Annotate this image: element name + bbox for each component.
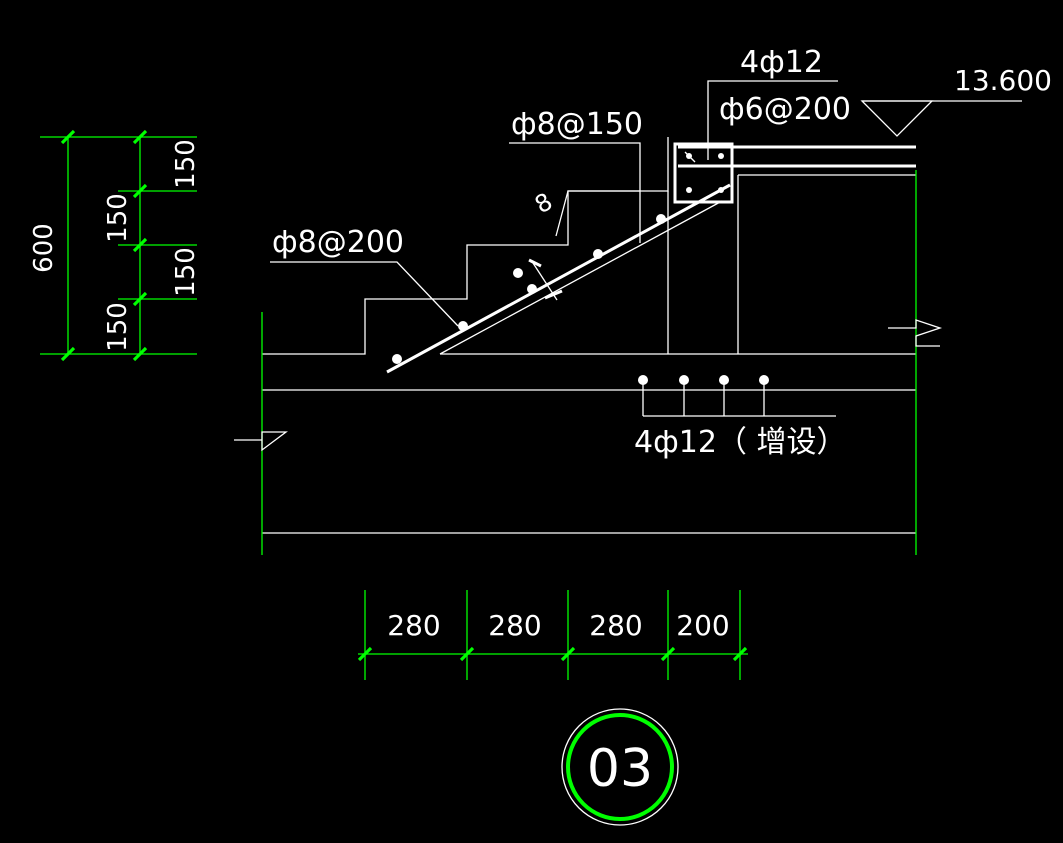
elevation-marker: 13.600 <box>860 64 1052 137</box>
dim-horizontal-4: 200 <box>676 609 729 642</box>
dim-left-150-top: 150 <box>103 193 133 243</box>
dim-total-600: 600 <box>29 223 59 273</box>
dim-right-150-bottom: 150 <box>171 247 201 297</box>
elevation-label: 13.600 <box>954 64 1052 97</box>
stair-outline <box>261 137 917 555</box>
label-beam-stirrups: ф6@200 <box>719 92 851 127</box>
label-added-bars: 4ф12（ 增设） <box>634 425 846 460</box>
detail-number: 03 <box>587 739 653 799</box>
dim-left-150-bottom: 150 <box>103 302 133 352</box>
vertical-dimension-group: 600 150 150 150 150 <box>29 129 201 362</box>
annotation-leaders <box>270 80 838 327</box>
stair-main-rebar <box>386 183 731 374</box>
label-bar-mark: 8 <box>530 187 557 219</box>
break-marks <box>234 319 943 452</box>
label-distribution-bars: ф8@150 <box>511 107 643 142</box>
horizontal-dimension-group: 280 280 280 200 <box>357 590 748 680</box>
beam-section <box>673 142 916 204</box>
label-beam-top-bars: 4ф12 <box>740 45 823 80</box>
dim-horizontal-2: 280 <box>488 609 541 642</box>
dim-right-150-top: 150 <box>171 139 201 189</box>
dim-horizontal-1: 280 <box>387 609 440 642</box>
label-main-bars: ф8@200 <box>272 225 404 260</box>
added-bars <box>638 375 836 417</box>
detail-number-bubble: 03 <box>561 708 679 826</box>
dim-horizontal-3: 280 <box>589 609 642 642</box>
